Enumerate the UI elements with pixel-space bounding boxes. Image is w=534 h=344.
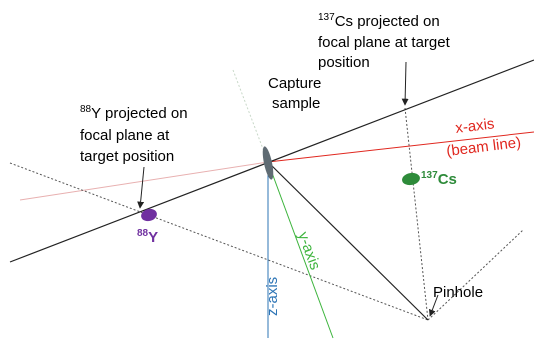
sample-to-pinhole-line <box>267 161 429 321</box>
faint-gray-line <box>232 69 269 163</box>
arrow-cs-projected <box>401 61 409 106</box>
capture-sample-label-line2: sample <box>272 95 320 112</box>
cs137-source-marker <box>402 172 420 186</box>
y-axis-line <box>267 161 334 339</box>
dotted-line-left <box>9 162 429 321</box>
y-projected-label-line1: 88Y projected on <box>80 104 188 122</box>
y-axis-label: y-axis <box>294 230 323 273</box>
cs-projected-label-line3: position <box>318 54 370 71</box>
y-projected-label-line3: target position <box>80 148 174 165</box>
beam-line-label: (beam line) <box>445 134 522 160</box>
x-axis-line <box>267 131 534 163</box>
main-line <box>9 59 534 263</box>
cs-projected-label-line2: focal plane at target <box>318 34 451 51</box>
capture-sample-disk <box>262 146 274 180</box>
capture-sample-label-line1: Capture <box>268 75 321 92</box>
arrow-pinhole <box>428 294 439 317</box>
pinhole-label: Pinhole <box>433 284 483 301</box>
cs-source-label: 137Cs <box>421 170 457 188</box>
y-source-label: 88Y <box>137 228 158 246</box>
arrow-y-projected <box>137 166 145 209</box>
z-axis-label: z-axis <box>264 277 281 316</box>
dotted-line-right-far <box>427 229 524 321</box>
y-projected-label-line2: focal plane at <box>80 127 170 144</box>
cs-projected-label-line1: 137Cs projected on <box>318 12 440 30</box>
faint-light-line <box>19 161 269 201</box>
y88-source-marker <box>141 208 157 222</box>
x-axis-label: x-axis <box>454 115 495 137</box>
dotted-line-right <box>404 107 429 321</box>
